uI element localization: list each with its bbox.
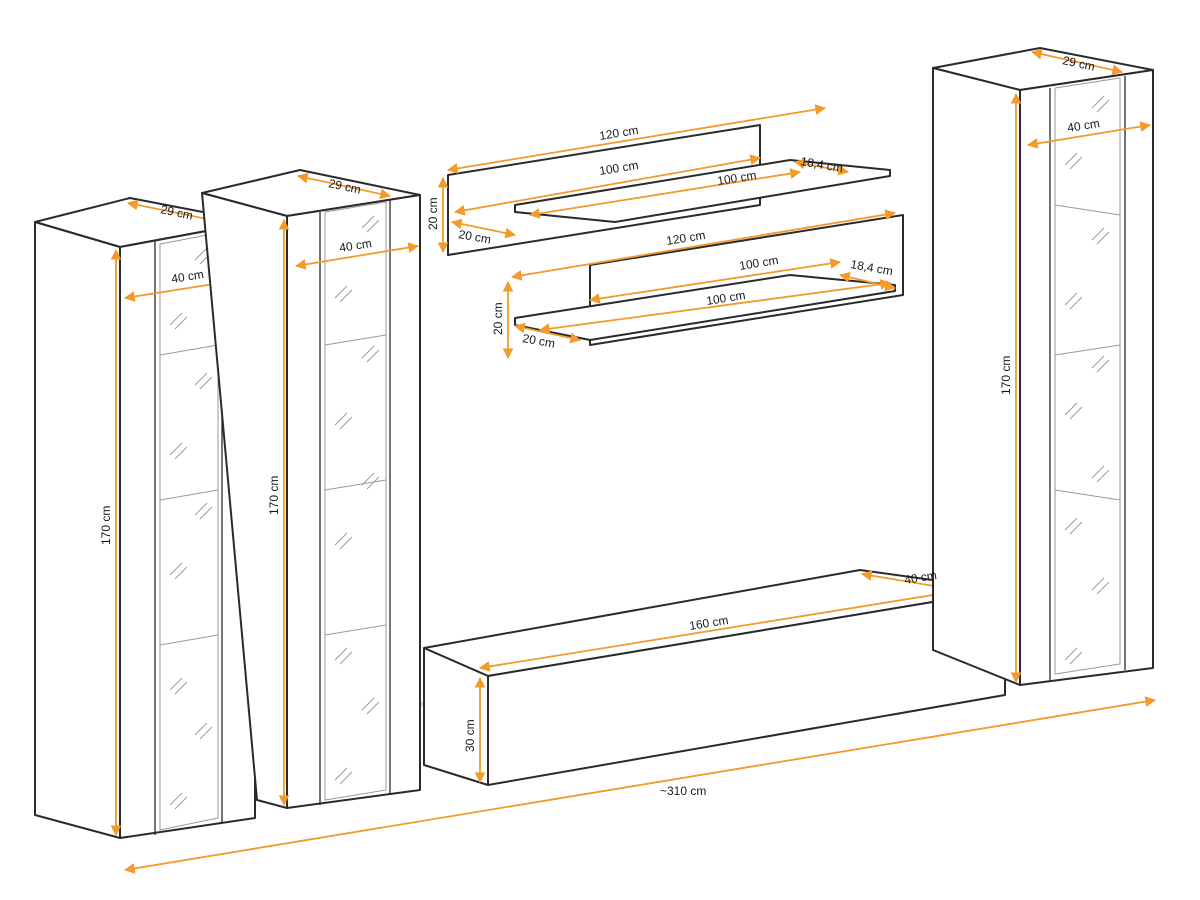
lower-panel-depth-arrow	[513, 322, 582, 344]
mid-cab-depth-label: 29 cm	[327, 176, 362, 196]
right-cab-depth-label: 29 cm	[1061, 53, 1096, 73]
right-cabinet	[932, 47, 1154, 686]
left-cab-width-label: 40 cm	[170, 267, 204, 286]
tv-unit-width-arrow	[478, 581, 997, 672]
lower-shelf-front-arrow	[538, 278, 892, 335]
upper-shelf-back-label: 100 cm	[598, 158, 639, 178]
upper-shelf-depth-arrow	[793, 158, 850, 176]
mid-cab-width-label: 40 cm	[338, 236, 372, 255]
upper-panel-width-label: 120 cm	[598, 123, 639, 143]
upper-panel-depth-label: 20 cm	[457, 227, 492, 246]
tv-unit-height-label: 30 cm	[463, 719, 477, 752]
right-cab-width-label: 40 cm	[1066, 116, 1100, 135]
right-cab-depth-arrow	[1030, 48, 1124, 76]
lower-shelf-front-label: 100 cm	[705, 288, 746, 308]
mid-cab-width-arrow	[294, 242, 420, 270]
mid-cab-height-label: 170 cm	[267, 476, 281, 515]
upper-shelf-front-label: 100 cm	[716, 168, 757, 188]
left-cab-height-label: 170 cm	[99, 506, 113, 545]
left-cab-depth-label: 29 cm	[159, 202, 194, 222]
middle-cabinet	[201, 169, 421, 809]
lower-panel-width-label: 120 cm	[665, 228, 706, 248]
tv-unit-width-label: 160 cm	[688, 613, 729, 633]
lower-shelf-depth-arrow	[838, 271, 897, 292]
right-cab-width-arrow	[1026, 121, 1152, 149]
lower-panel-height-label: 20 cm	[491, 302, 505, 335]
upper-panel-height-label: 20 cm	[426, 197, 440, 230]
mid-cab-depth-arrow	[296, 172, 392, 200]
lower-shelf-group	[502, 209, 904, 360]
total-width-arrow	[123, 696, 1157, 874]
lower-panel-depth-label: 20 cm	[521, 331, 556, 350]
lower-shelf-back-label: 100 cm	[738, 253, 779, 273]
upper-panel-depth-arrow	[450, 218, 517, 239]
total-width-label: ~310 cm	[660, 784, 706, 798]
tv-unit-depth-label: 40 cm	[903, 568, 937, 587]
lower-panel-width-arrow	[510, 209, 897, 281]
upper-shelf-front-arrow	[528, 168, 802, 219]
tv-unit	[423, 569, 1006, 786]
right-cab-height-label: 170 cm	[999, 356, 1013, 395]
